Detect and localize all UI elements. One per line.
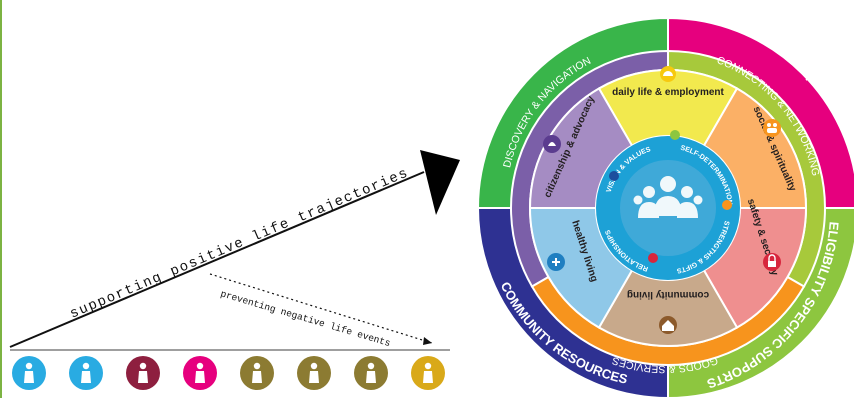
- hand-icon: [543, 135, 561, 153]
- domain-label-daily: daily life & employment: [612, 87, 724, 98]
- domain-icons: [543, 66, 781, 334]
- prevention-arrowhead: [423, 337, 432, 345]
- self-determination-icon: [670, 130, 680, 140]
- young-adults-icon: [183, 356, 217, 390]
- trajectory-arrow-line: [9, 171, 425, 348]
- house-icon: [659, 316, 677, 334]
- older-adults-icon: [354, 356, 388, 390]
- family-icon: [297, 356, 331, 390]
- infant-icon: [12, 356, 46, 390]
- children-icon: [69, 356, 103, 390]
- prevention-label: preventing negative life events: [219, 288, 392, 349]
- people-group-icon: [633, 176, 703, 218]
- wheel: RELATIONSHIP-BASED SUPPORTS TECHNOLOGY E…: [477, 0, 854, 398]
- adults-icon: [240, 356, 274, 390]
- relationships-icon: [648, 253, 658, 263]
- people-icon: [763, 119, 781, 137]
- teen-icon: [126, 356, 160, 390]
- vision-icon: [609, 171, 619, 181]
- outer-ring: [476, 16, 854, 398]
- domain-ring: [528, 69, 808, 347]
- left-border: [0, 0, 2, 398]
- life-stage-timeline: [10, 349, 450, 390]
- prevention-dotted-line: [209, 273, 433, 344]
- trajectory-arrowhead: [420, 150, 460, 215]
- sun-icon: [660, 66, 676, 82]
- life-stage-icons: [12, 356, 445, 390]
- elderly-icon: [411, 356, 445, 390]
- trajectory: supporting positive life trajectories pr…: [9, 150, 460, 349]
- strengths-icon: [722, 200, 732, 210]
- domain-label-community: community living: [627, 289, 709, 300]
- lock-icon: [763, 253, 781, 271]
- health-icon: [547, 253, 565, 271]
